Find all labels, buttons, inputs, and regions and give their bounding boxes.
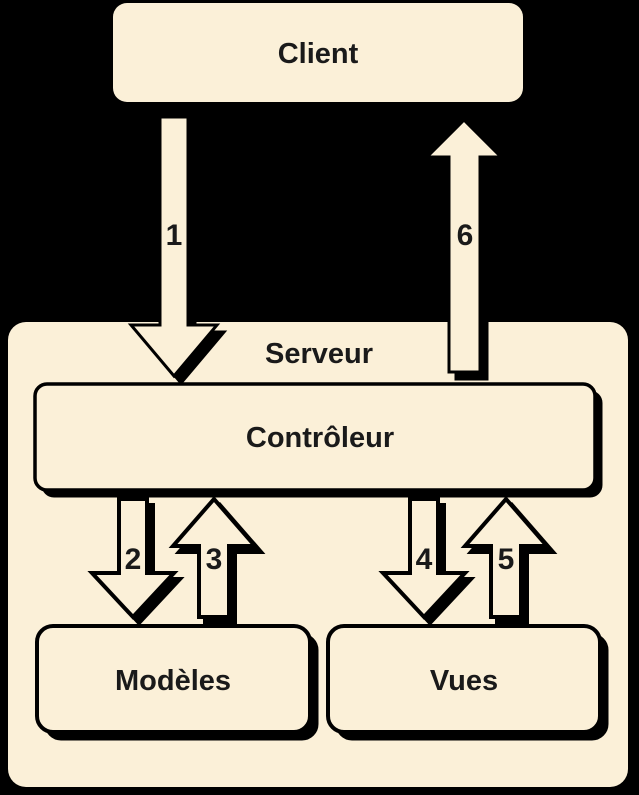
- models-label: Modèles: [115, 665, 231, 697]
- client-box: [113, 3, 523, 102]
- models-box: [35, 624, 312, 734]
- arrow-2-label: 2: [125, 543, 142, 576]
- views-label: Vues: [430, 665, 498, 697]
- arrow-6-label: 6: [457, 219, 474, 252]
- server-label: Serveur: [265, 338, 373, 370]
- arrow-4-label: 4: [416, 543, 433, 576]
- arrow-3-label: 3: [206, 543, 223, 576]
- controller-label: Contrôleur: [246, 422, 394, 454]
- controller-box: [33, 382, 597, 492]
- arrow-5-label: 5: [498, 543, 515, 576]
- arrow-1-label: 1: [166, 219, 183, 252]
- client-label: Client: [278, 38, 359, 70]
- views-box: [326, 624, 602, 734]
